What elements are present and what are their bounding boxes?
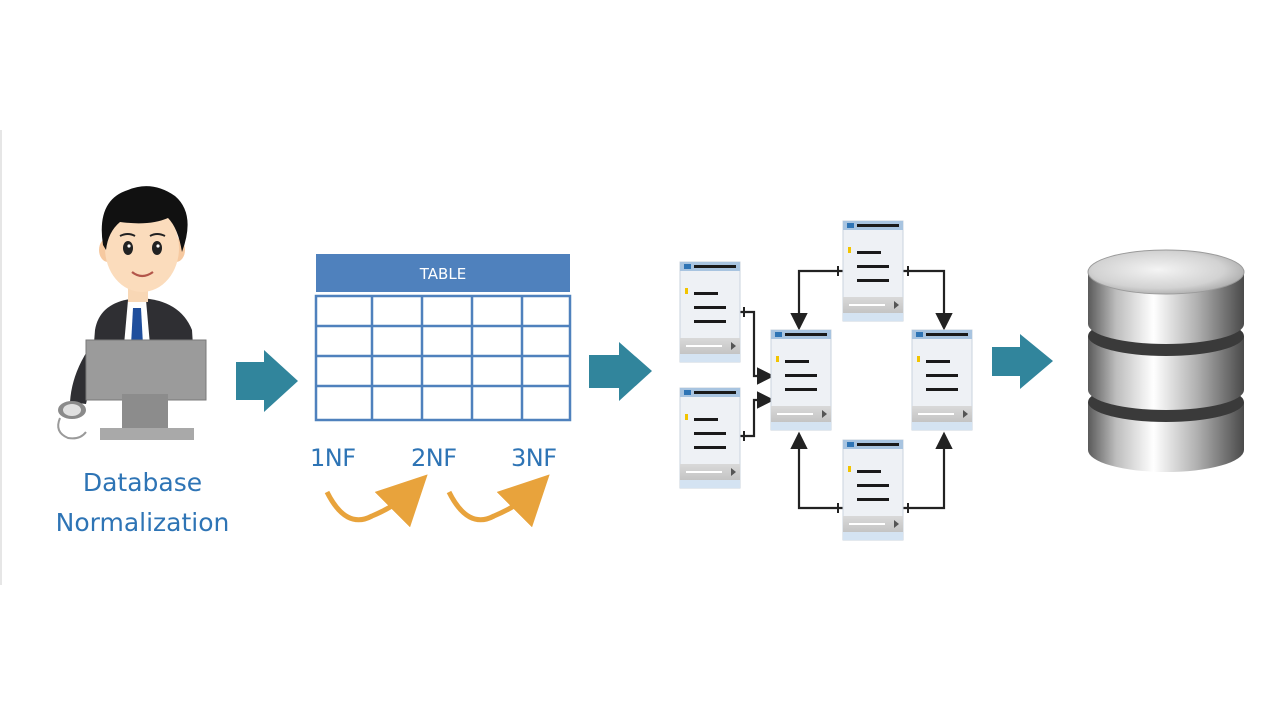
entity-table-icon: [842, 220, 904, 322]
entity-table-icon: [679, 261, 741, 363]
left-edge-divider: [0, 130, 2, 585]
label-1nf: 1NF: [310, 444, 356, 472]
diagram-caption: Database Normalization: [40, 463, 245, 543]
caption-line-2: Normalization: [55, 508, 230, 537]
er-diagram: [679, 220, 973, 541]
flow-arrow-3: [992, 334, 1053, 389]
label-2nf: 2NF: [411, 444, 457, 472]
flow-arrow-2: [589, 342, 652, 401]
database-cylinder-icon: [1087, 249, 1245, 472]
entity-table-icon: [679, 387, 741, 489]
table-header-bar: [316, 254, 570, 292]
entity-table-icon: [842, 439, 904, 541]
caption-line-1: Database: [82, 468, 203, 497]
label-3nf: 3NF: [511, 444, 557, 472]
transition-arrow-2: [446, 474, 550, 528]
entity-table-icon: [911, 329, 973, 431]
entity-table-icon: [770, 329, 832, 431]
person-at-computer-icon: [57, 186, 207, 440]
table-header-label: TABLE: [419, 265, 466, 283]
flow-arrow-1: [236, 350, 298, 412]
transition-arrow-1: [324, 474, 428, 528]
table-graphic: TABLE: [314, 254, 572, 422]
